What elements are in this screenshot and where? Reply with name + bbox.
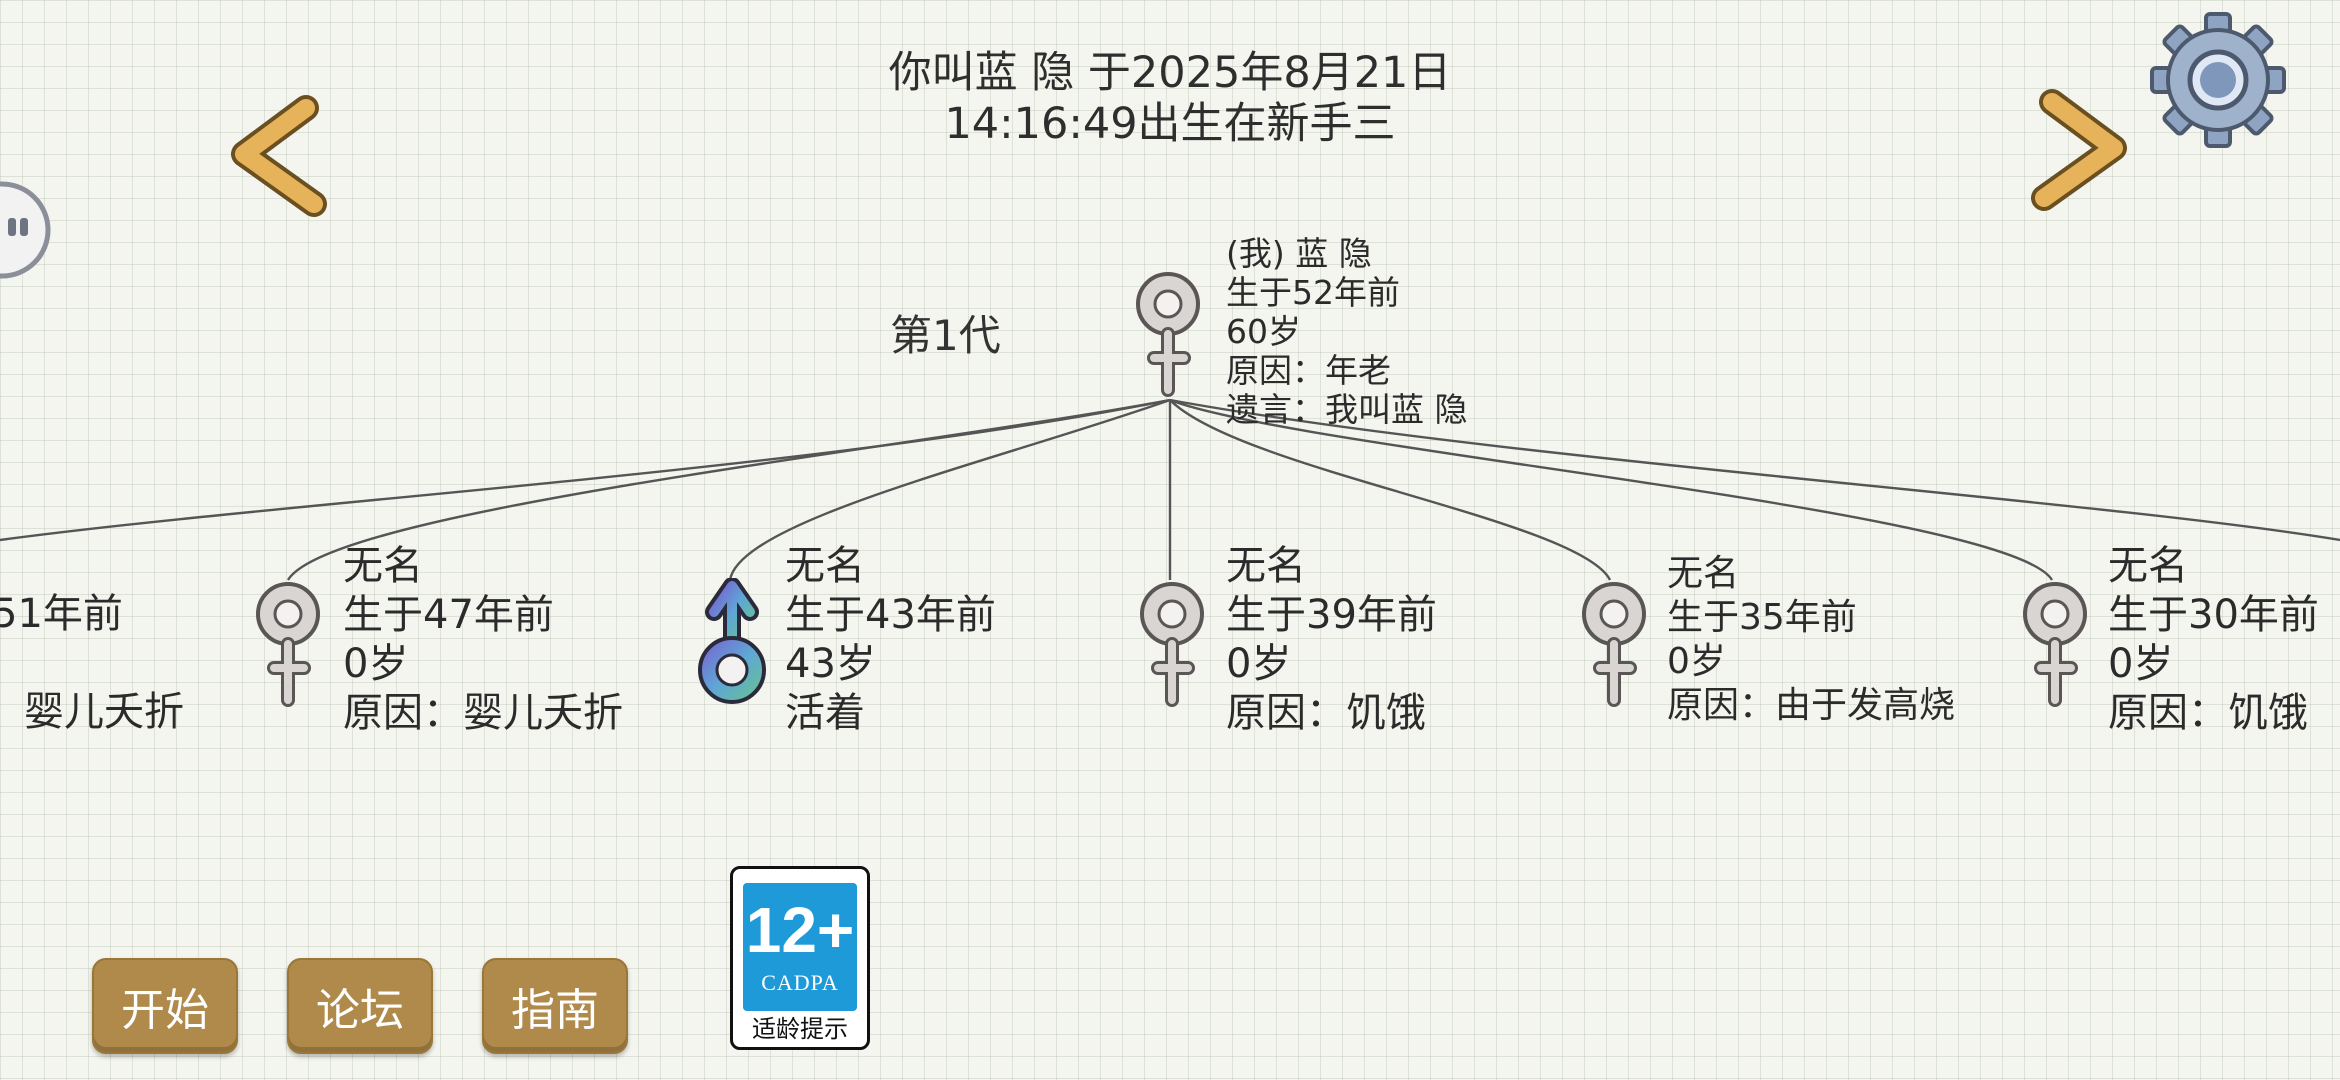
child-name: 无名 [343,543,423,589]
female-icon [256,582,320,707]
birth-info-line-1: 你叫蓝 隐 于2025年8月21日 [888,48,1452,98]
child-born: 生于39年前 [1226,592,1437,638]
age-rating-value: 12+ [745,894,855,966]
me-name: (我) 蓝 隐 [1226,234,1372,273]
birth-info-line-2: 14:16:49出生在新手三 [944,99,1396,149]
start-button[interactable]: 开始 [92,958,238,1054]
child-name: 无名 [1667,553,1740,594]
child-age: 0岁 [2108,641,2174,687]
child-name: 无名 [785,543,865,589]
female-icon [1136,272,1200,397]
generation-label: 第1代 [890,311,1001,360]
forum-button[interactable]: 论坛 [287,958,433,1054]
guide-button[interactable]: 指南 [482,958,628,1054]
chevron-left-icon [231,95,327,217]
child-symbol-5[interactable] [2017,578,2097,708]
settings-button[interactable] [2148,10,2288,150]
child-age: 0岁 [1226,641,1292,687]
child-name: 无名 [2108,543,2188,589]
female-icon [1140,582,1204,707]
child-symbol-2[interactable] [692,577,772,708]
me-born: 生于52年前 [1226,273,1400,312]
me-age: 60岁 [1226,312,1301,351]
child-info-2: 无名 生于43年前 43岁 活着 [785,542,996,738]
child-born: 51年前 [0,591,123,637]
female-icon [2023,582,2087,707]
pause-icon [0,181,51,279]
child-info-4: 无名 生于35年前 0岁 原因：由于发高烧 [1667,552,1955,728]
child-born: 生于30年前 [2108,592,2319,638]
me-cause: 原因：年老 [1226,351,1391,390]
side-panel-toggle[interactable] [0,180,52,280]
child-cause: 原因：婴儿夭折 [343,690,623,736]
child-born: 生于35年前 [1667,597,1857,638]
child-cause: 原因：由于发高烧 [1667,685,1956,726]
child-cause: 原因：饥饿 [1226,690,1426,736]
age-rating-badge[interactable]: 12+ CADPA 适龄提示 [730,866,870,1050]
child-born: 生于47年前 [343,592,554,638]
child-age: 0岁 [343,641,409,687]
child-cause: 活着 [785,690,865,736]
child-symbol-1[interactable] [250,578,330,708]
birth-info-header: 你叫蓝 隐 于2025年8月21日 14:16:49出生在新手三 [0,48,2340,150]
child-info-1: 无名 生于47年前 0岁 原因：婴儿夭折 [343,542,623,738]
child-born: 生于43年前 [785,592,996,638]
child-info-3: 无名 生于39年前 0岁 原因：饥饿 [1226,542,1437,738]
chevron-right-icon [2031,89,2127,211]
child-cause: 婴儿夭折 [24,689,184,735]
age-rating-panel: 12+ CADPA [743,883,857,1011]
me-info: (我) 蓝 隐 生于52年前 60岁 原因：年老 遗言：我叫蓝 隐 [1226,234,1468,429]
child-info-5: 无名 生于30年前 0岁 原因：饥饿 [2108,542,2319,738]
child-symbol-3[interactable] [1134,578,1214,708]
tree-line-child-0 [0,398,1171,542]
child-info-0: 51年前 婴儿夭折 [0,590,184,737]
child-cause: 原因：饥饿 [2108,690,2308,736]
child-age: 43岁 [785,641,876,687]
child-symbol-4[interactable] [1576,578,1656,708]
female-icon [1582,582,1646,707]
age-rating-hint: 适龄提示 [752,1015,848,1043]
child-age: 0岁 [1667,641,1726,682]
age-rating-org: CADPA [761,970,839,995]
gear-icon [2150,12,2286,148]
me-last-words: 遗言：我叫蓝 隐 [1226,390,1468,429]
male-icon [698,577,766,704]
child-name: 无名 [1226,543,1306,589]
me-female-icon[interactable] [1130,268,1210,398]
next-page-button[interactable] [2030,86,2140,216]
previous-page-button[interactable] [218,92,328,222]
